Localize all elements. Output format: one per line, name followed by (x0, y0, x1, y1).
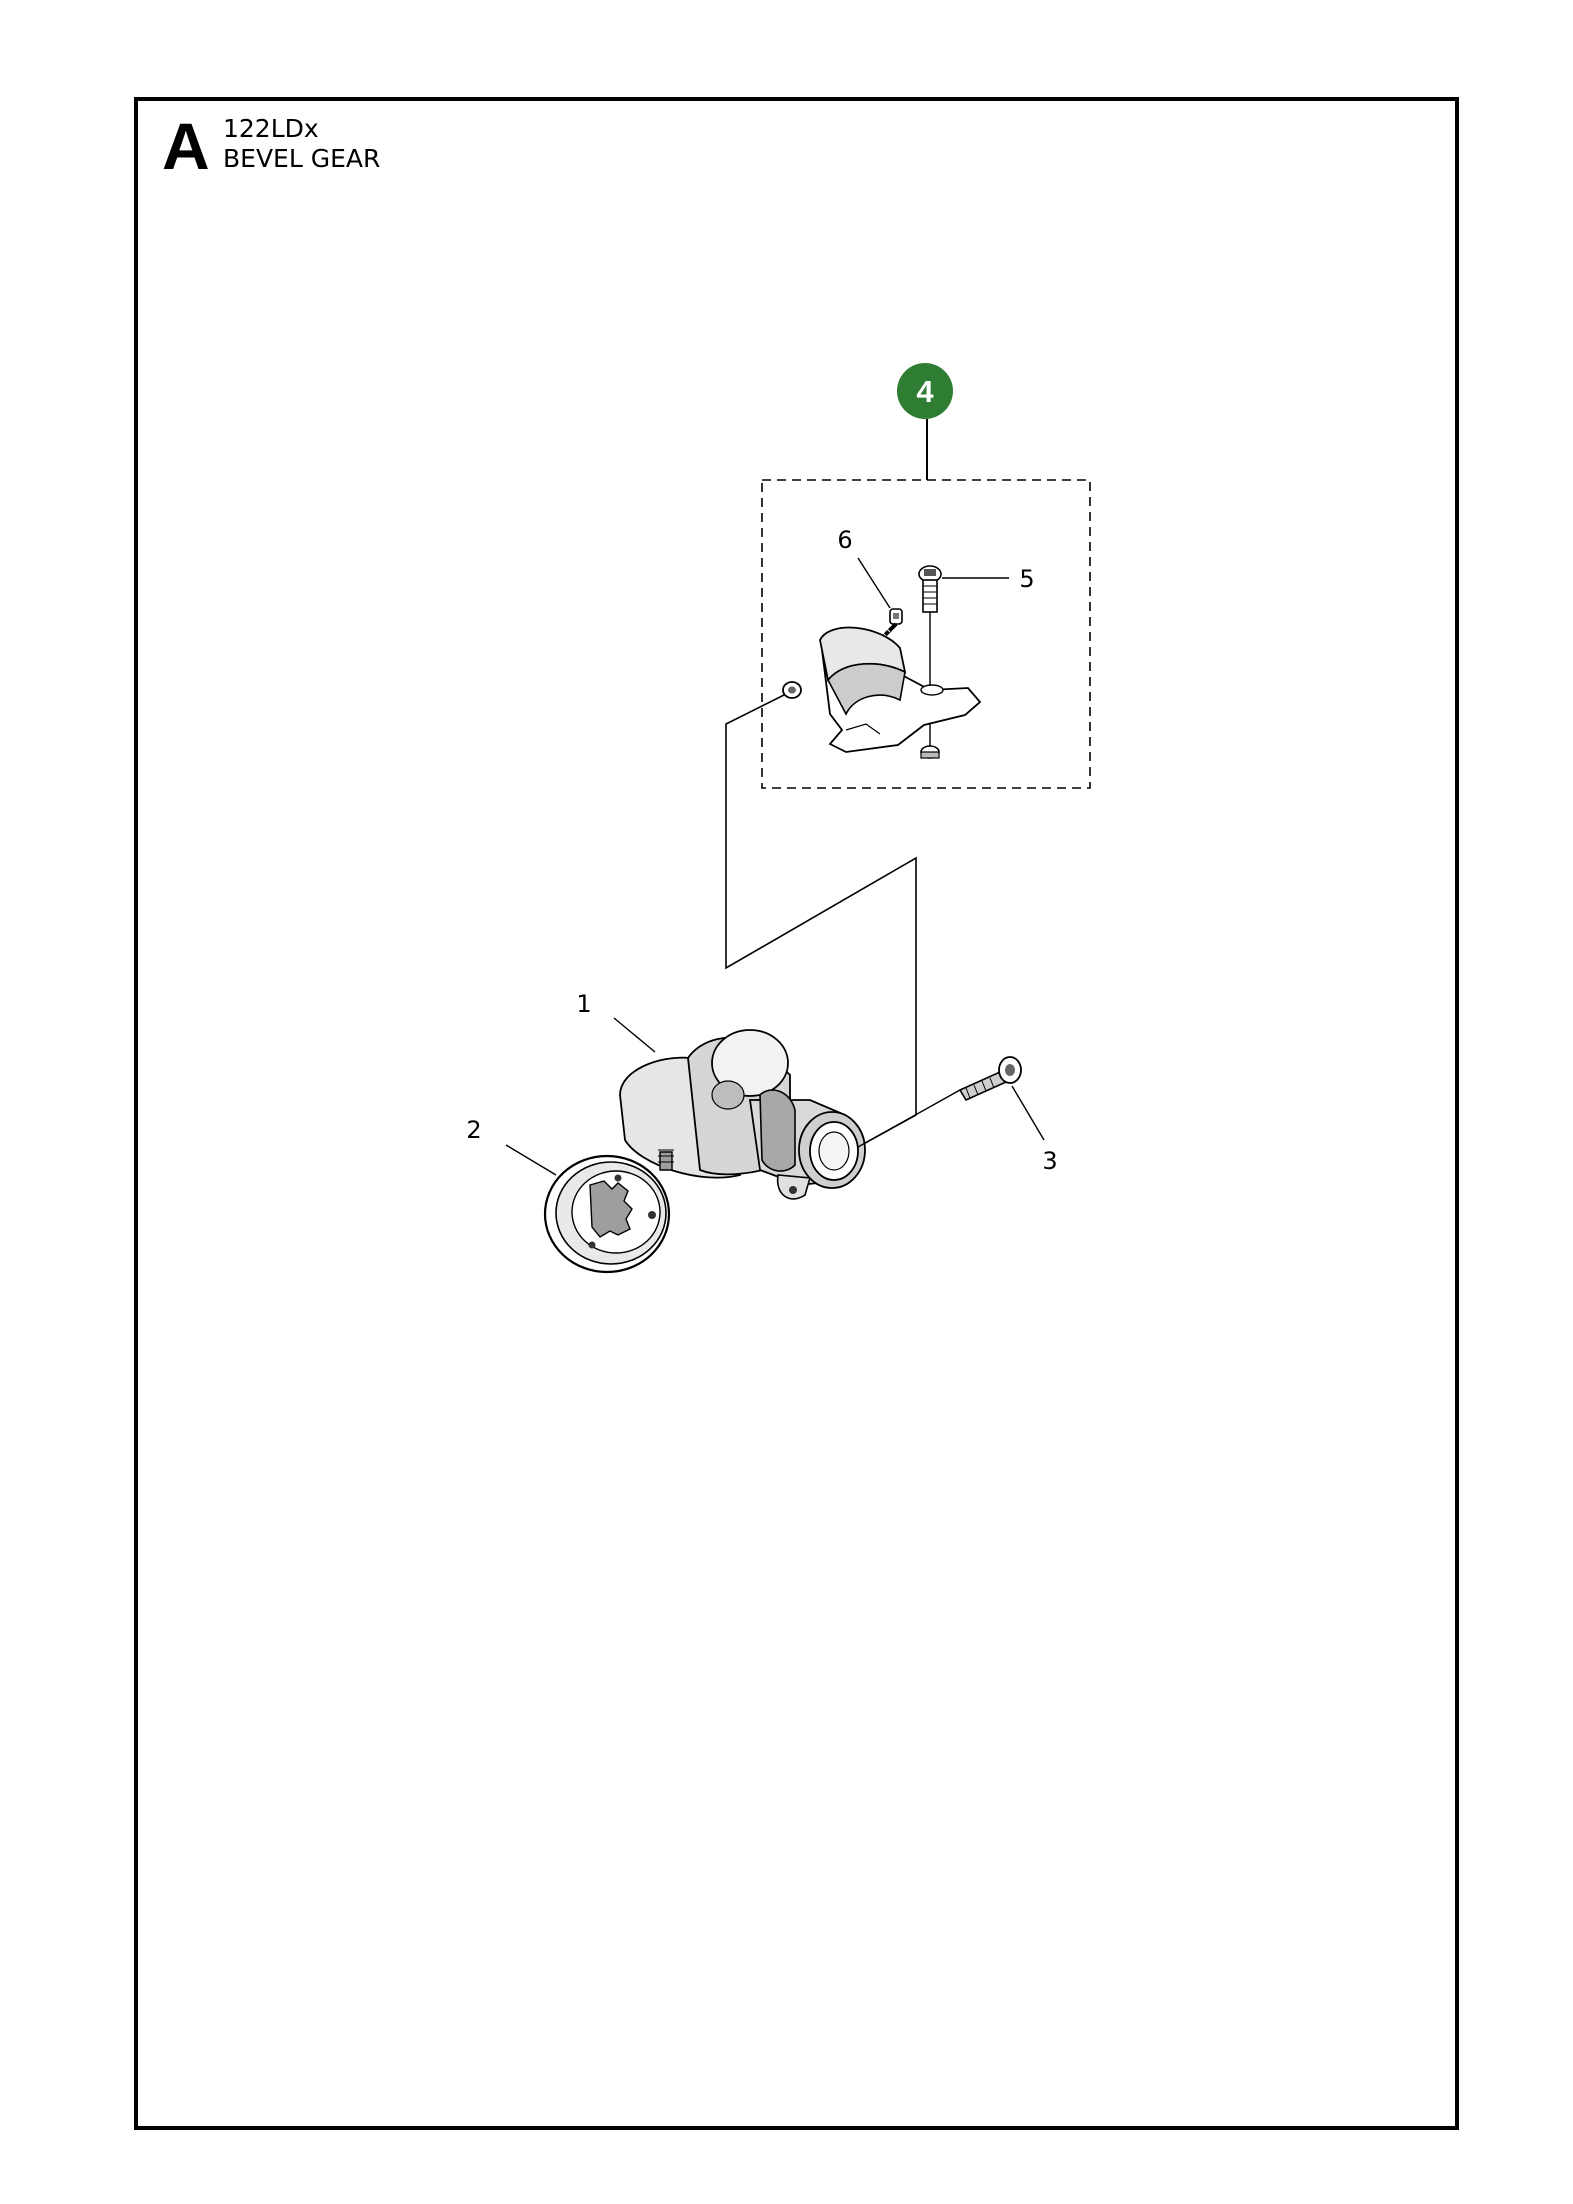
leader-line-1 (613, 1017, 656, 1053)
bevel-gear-housing-icon (619, 1029, 866, 1200)
group-callout-4[interactable]: 4 (897, 363, 953, 419)
page-title: BEVEL GEAR (223, 144, 381, 173)
leader-line-2 (505, 1144, 557, 1176)
group-callout-badge (897, 363, 953, 419)
header-block: 122LDx BEVEL GEAR (223, 114, 380, 174)
callout-6[interactable]: 6 (837, 526, 852, 554)
bracket-nut-icon (920, 745, 940, 759)
callout-2[interactable]: 2 (466, 1116, 481, 1144)
group-callout-number: 4 (916, 374, 934, 409)
page-frame (134, 97, 1459, 2130)
washer-icon (782, 681, 802, 699)
model-name: 122LDx (223, 114, 319, 143)
leader-line-3 (1011, 1085, 1045, 1141)
bracket-screw-icon (918, 565, 942, 748)
guard-bracket-icon (819, 626, 982, 753)
callout-1[interactable]: 1 (576, 990, 591, 1018)
clamp-screw-icon (857, 1056, 1022, 1148)
callout-5[interactable]: 5 (1019, 565, 1034, 593)
leader-line-6 (857, 557, 891, 609)
kit-dashed-box (761, 479, 1091, 789)
section-letter: A (162, 109, 210, 183)
small-screw-icon (881, 608, 903, 638)
support-cup-icon (543, 1154, 671, 1274)
callout-3[interactable]: 3 (1042, 1147, 1057, 1175)
